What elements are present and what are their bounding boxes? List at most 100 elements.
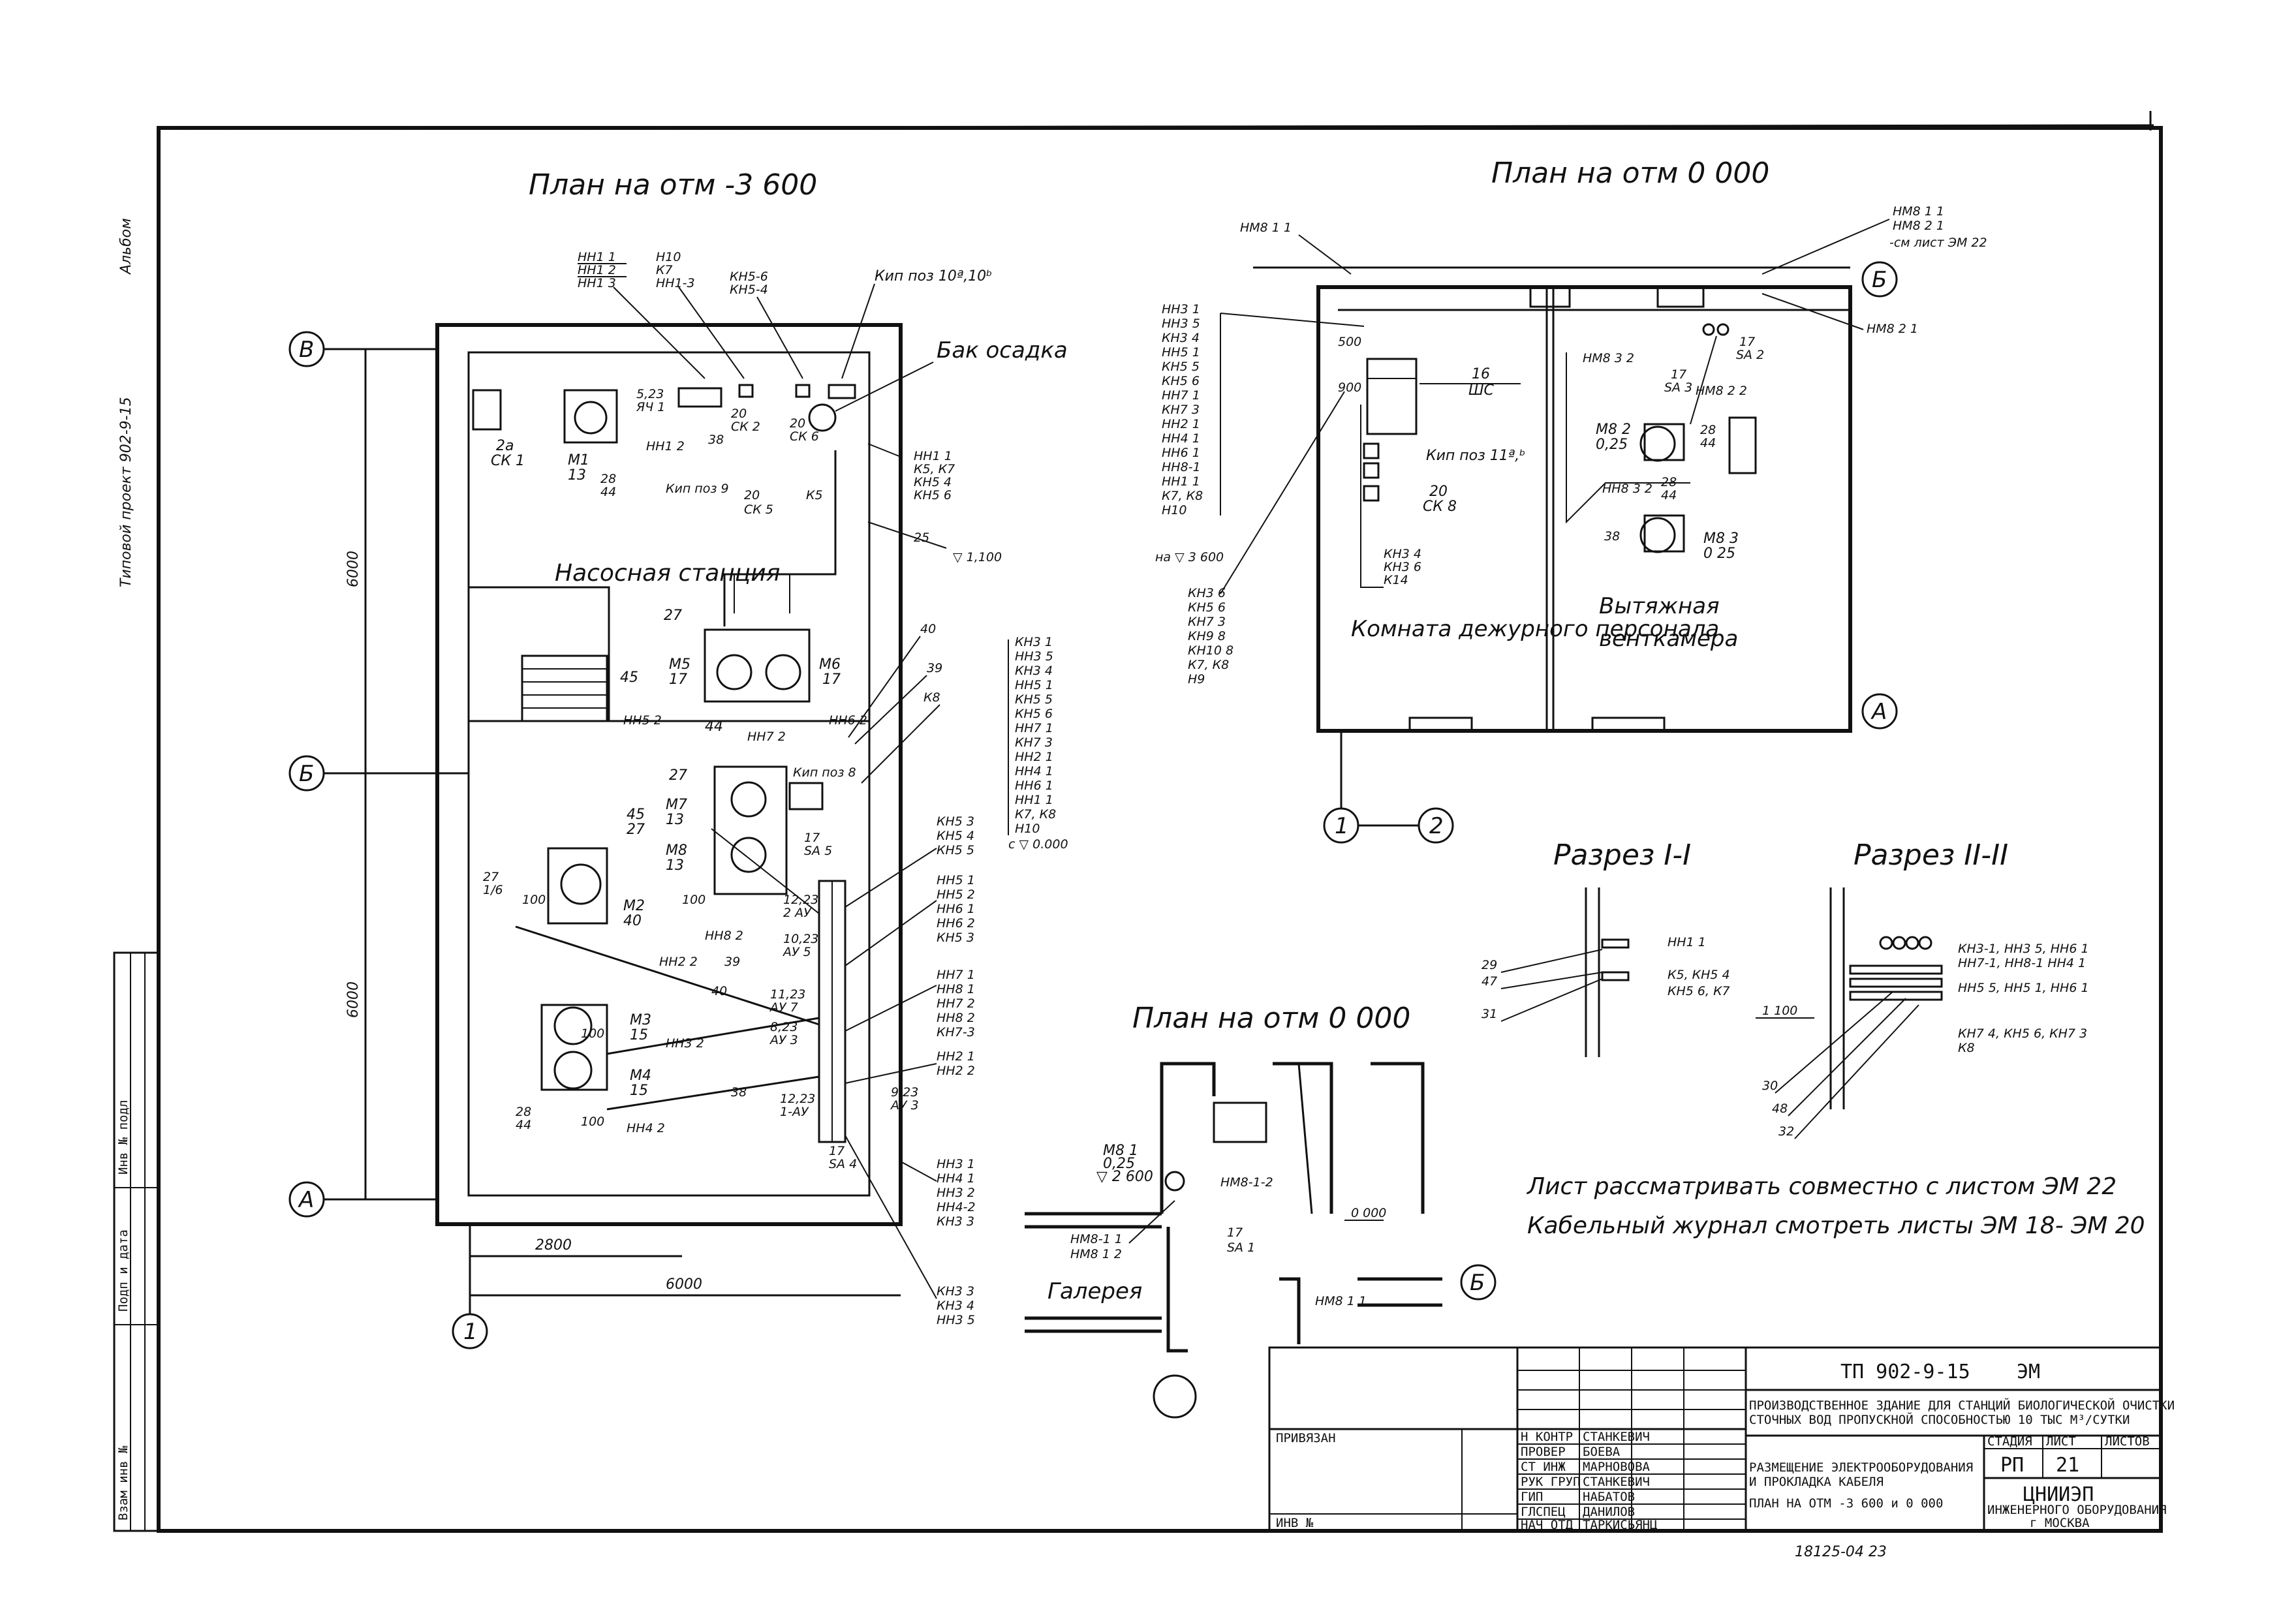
svg-text:39: 39: [927, 661, 942, 675]
svg-text:Б: Б: [1470, 1270, 1485, 1296]
svg-text:НН7-1, НН8-1 НН4 1: НН7-1, НН8-1 НН4 1: [1958, 956, 2086, 970]
list-right: КН3 1 НН3 5 КН3 4 НН5 1 КН5 5 КН5 6 НН7 …: [1008, 635, 1068, 852]
svg-text:НН1 1: НН1 1: [578, 250, 616, 264]
svg-text:М5: М5: [669, 656, 690, 673]
svg-text:Н10: Н10: [1162, 503, 1187, 517]
svg-text:КН7 3: КН7 3: [1188, 615, 1226, 629]
svg-text:КН5 3: КН5 3: [937, 931, 974, 945]
svg-text:НН6 1: НН6 1: [937, 902, 975, 916]
svg-text:6000: 6000: [345, 551, 362, 587]
svg-text:48: 48: [1772, 1101, 1788, 1116]
svg-text:▽ 1,100: ▽ 1,100: [953, 550, 1002, 564]
svg-text:17: 17: [804, 831, 820, 845]
svg-text:КН9 8: КН9 8: [1188, 629, 1226, 643]
section-1: Разрез I-I НН1 1 К5, КН5 4 КН5 6, К7 29 …: [1482, 839, 1730, 1057]
svg-text:0 25: 0 25: [1703, 546, 1735, 562]
svg-text:КН7 4, КН5 6, КН7 3: КН7 4, КН5 6, КН7 3: [1958, 1026, 2087, 1041]
svg-text:SA 1: SA 1: [1227, 1240, 1255, 1255]
svg-text:А: А: [298, 1187, 314, 1213]
svg-text:40: 40: [623, 913, 642, 929]
svg-text:38: 38: [1604, 529, 1620, 544]
svg-text:39: 39: [724, 955, 740, 969]
plan-zero-right: План на отм 0 000 Б А 1 2 Комната дежурн…: [1155, 157, 1987, 844]
svg-text:КН5 4: КН5 4: [937, 829, 974, 843]
svg-text:0,25: 0,25: [1103, 1156, 1135, 1172]
svg-text:ШС: ШС: [1468, 382, 1495, 399]
svg-text:29: 29: [1482, 958, 1497, 972]
svg-text:К7, К8: К7, К8: [1162, 489, 1203, 503]
svg-text:План на отм 0 000: План на отм 0 000: [1491, 157, 1769, 190]
svg-text:КН5 6: КН5 6: [1015, 707, 1053, 721]
svg-text:Н10: Н10: [1015, 822, 1040, 836]
svg-text:SA 4: SA 4: [829, 1157, 857, 1171]
svg-text:38: 38: [731, 1085, 747, 1100]
svg-text:НН8 1: НН8 1: [937, 982, 975, 996]
svg-text:НН1-3: НН1-3: [656, 276, 695, 290]
svg-text:Кип поз 11ª,ᵇ: Кип поз 11ª,ᵇ: [1426, 448, 1526, 464]
svg-text:СТАДИЯ: СТАДИЯ: [1987, 1434, 2032, 1449]
svg-text:НН7 1: НН7 1: [937, 968, 975, 982]
svg-text:Кип поз 9: Кип поз 9: [666, 482, 729, 496]
svg-text:К8: К8: [1958, 1041, 1975, 1055]
section-2: Разрез II-II КН3-1, НН3 5, НН6 1 НН7-1, …: [1756, 839, 2089, 1139]
svg-text:КН7 3: КН7 3: [1162, 403, 1200, 417]
svg-text:НН4 1: НН4 1: [937, 1171, 975, 1186]
svg-text:НН2 1: НН2 1: [1015, 750, 1053, 764]
svg-text:0 000: 0 000: [1351, 1206, 1386, 1220]
svg-text:17: 17: [1739, 335, 1755, 349]
svg-text:28: 28: [1700, 423, 1716, 437]
svg-text:47: 47: [1482, 974, 1497, 989]
svg-text:СК 1: СК 1: [491, 453, 525, 469]
svg-text:Вытяжная: Вытяжная: [1599, 593, 1720, 619]
svg-text:МАРНОВОВА: МАРНОВОВА: [1583, 1460, 1651, 1474]
svg-text:КН5 6: КН5 6: [1188, 600, 1226, 615]
svg-text:КН5 6: КН5 6: [914, 488, 952, 502]
svg-text:Н КОНТР: Н КОНТР: [1521, 1430, 1573, 1444]
svg-text:40: 40: [711, 984, 727, 998]
svg-text:НМ8 2 1: НМ8 2 1: [1867, 322, 1918, 336]
svg-text:М6: М6: [819, 656, 841, 673]
svg-text:КН3 4: КН3 4: [1384, 547, 1421, 561]
svg-text:1-АУ: 1-АУ: [780, 1105, 809, 1119]
svg-text:АУ 3: АУ 3: [769, 1033, 798, 1047]
svg-text:НМ8 1 1: НМ8 1 1: [1315, 1294, 1367, 1308]
svg-text:БОЕВА: БОЕВА: [1583, 1445, 1621, 1459]
svg-text:6000: 6000: [666, 1276, 702, 1293]
svg-text:НН2 2: НН2 2: [937, 1064, 975, 1078]
svg-text:НМ8 2 2: НМ8 2 2: [1696, 384, 1747, 398]
svg-text:НН3 1: НН3 1: [937, 1157, 975, 1171]
svg-text:НН3 1: НН3 1: [1162, 302, 1200, 316]
svg-text:1 100: 1 100: [1762, 1004, 1797, 1018]
svg-text:НМ8 3 2: НМ8 3 2: [1583, 351, 1634, 365]
svg-text:Н10: Н10: [656, 250, 681, 264]
svg-text:10,23: 10,23: [783, 932, 818, 946]
svg-text:К7: К7: [656, 263, 673, 277]
svg-text:НН1 2: НН1 2: [578, 263, 616, 277]
svg-text:6000: 6000: [345, 981, 362, 1018]
svg-text:СТОЧНЫХ ВОД ПРОПУСКНОЙ СПОСОБН: СТОЧНЫХ ВОД ПРОПУСКНОЙ СПОСОБНОСТЬЮ 10 Т…: [1749, 1412, 2130, 1427]
svg-text:SA 3: SA 3: [1664, 380, 1692, 395]
svg-text:ТП 902-9-15: ТП 902-9-15: [1840, 1361, 1970, 1383]
plan-zero-small: План на отм 0 000 М8 1 0,25 ▽ 2 600 НМ8-…: [1025, 1002, 1497, 1419]
svg-text:КН3 4: КН3 4: [937, 1299, 974, 1313]
svg-text:КН5-6: КН5-6: [730, 270, 768, 284]
svg-text:И ПРОКЛАДКА КАБЕЛЯ: И ПРОКЛАДКА КАБЕЛЯ: [1749, 1475, 1884, 1489]
svg-text:НМ8 1 1: НМ8 1 1: [1240, 221, 1292, 235]
svg-text:К5, КН5 4: К5, КН5 4: [1668, 968, 1730, 982]
svg-text:венткамера: венткамера: [1599, 626, 1738, 652]
svg-text:Подп и дата: Подп и дата: [116, 1229, 131, 1312]
svg-text:Галерея: Галерея: [1047, 1278, 1142, 1304]
svg-text:18125-04 23: 18125-04 23: [1795, 1544, 1887, 1560]
svg-text:44: 44: [516, 1118, 531, 1132]
svg-text:0,25: 0,25: [1596, 437, 1628, 453]
svg-text:SA 2: SA 2: [1736, 348, 1764, 362]
svg-text:Комната дежурного персонала: Комната дежурного персонала: [1351, 616, 1719, 642]
svg-text:РУК ГРУП: РУК ГРУП: [1521, 1475, 1581, 1489]
svg-text:М8: М8: [666, 842, 687, 859]
svg-text:ЛИСТОВ: ЛИСТОВ: [2105, 1434, 2150, 1449]
svg-text:НН1 3: НН1 3: [578, 276, 616, 290]
svg-text:К5: К5: [806, 488, 823, 502]
svg-text:30: 30: [1762, 1079, 1778, 1093]
svg-text:Лист рассматривать совместно с: Лист рассматривать совместно с листом ЭМ…: [1526, 1173, 2117, 1200]
svg-text:21: 21: [2056, 1454, 2079, 1477]
